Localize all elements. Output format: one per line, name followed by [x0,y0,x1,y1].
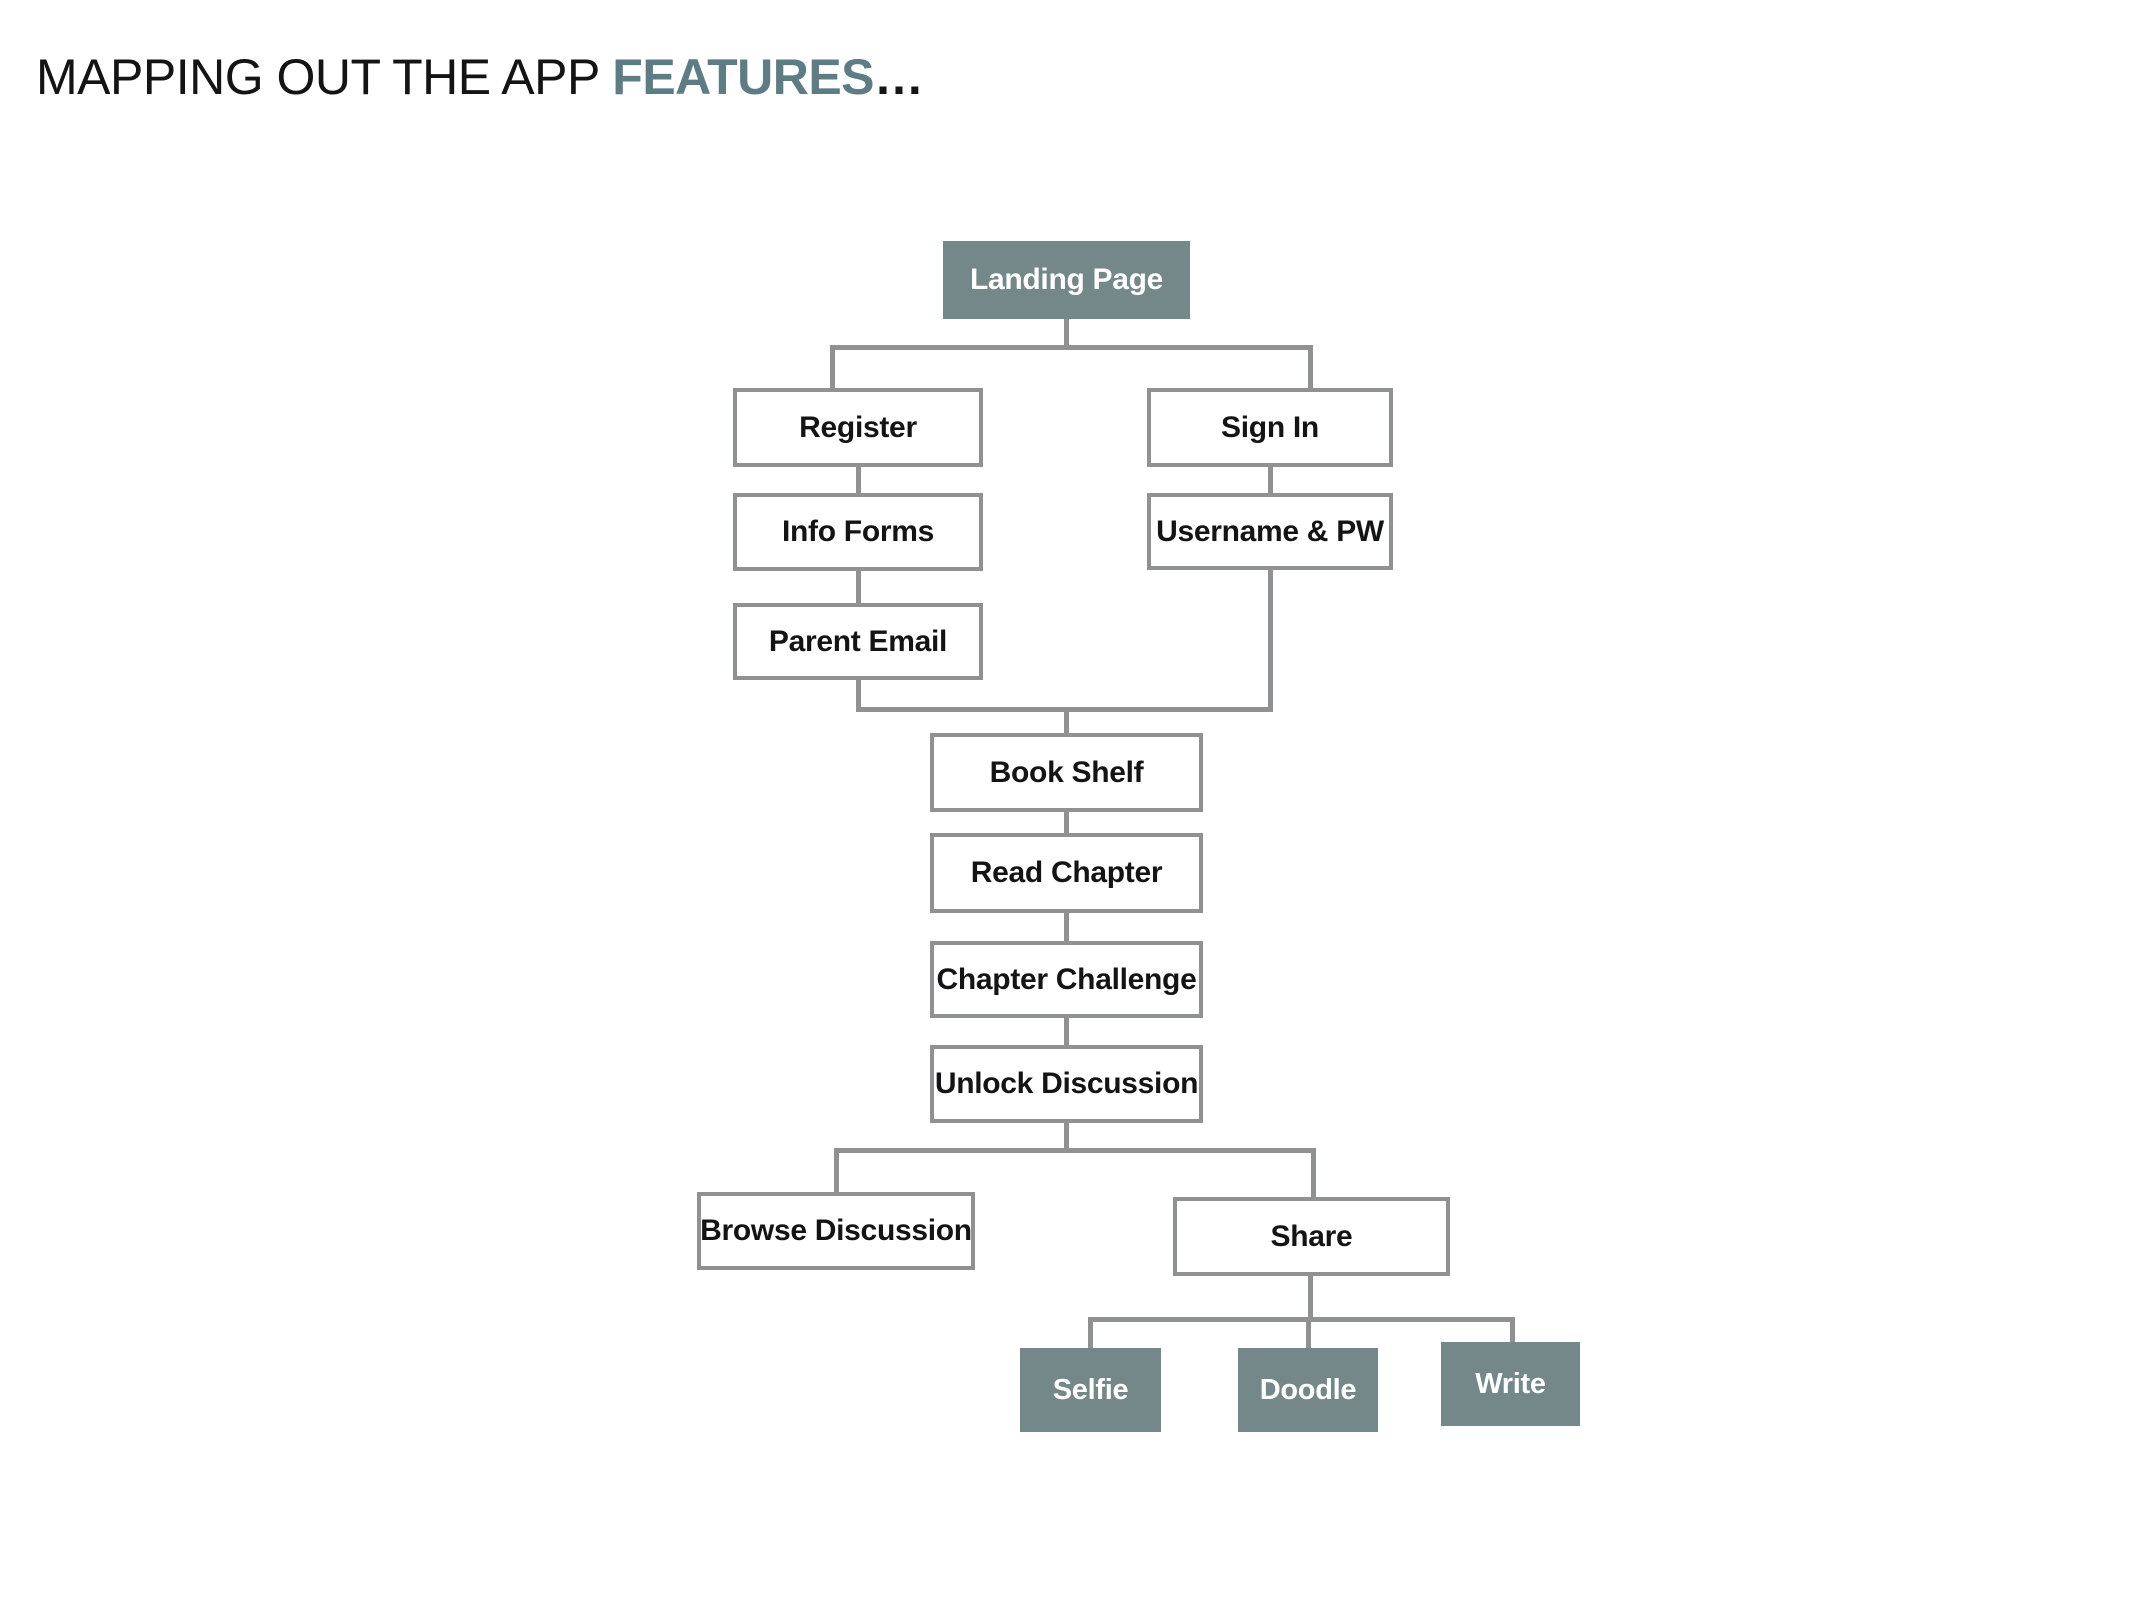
page-title: MAPPING OUT THE APP FEATURES… [36,48,924,106]
connector-drop-browse [834,1148,839,1194]
node-label: Info Forms [782,515,934,548]
connector-readchap-chapchal [1064,911,1069,943]
node-share: Share [1173,1197,1450,1276]
connector-landing-stub [1064,319,1069,350]
connector-chapchal-unlock [1064,1016,1069,1047]
connector-top-branch [830,345,1313,350]
connector-username-down [1268,568,1273,712]
node-label: Share [1270,1219,1353,1253]
connector-drop-selfie [1088,1317,1093,1350]
connector-signin-username [1268,465,1273,495]
node-sign-in: Sign In [1147,388,1393,467]
connector-discussion-branch [834,1148,1316,1153]
node-write: Write [1441,1342,1580,1426]
connector-bookshelf-readchap [1064,810,1069,835]
connector-drop-share [1311,1148,1316,1199]
node-label: Username & PW [1156,514,1384,548]
connector-unlock-stub [1064,1121,1069,1153]
node-info-forms: Info Forms [733,493,983,571]
title-highlight: FEATURES [612,49,875,105]
node-label: Register [799,410,917,444]
node-label: Unlock Discussion [934,1067,1199,1100]
connector-drop-signin [1308,345,1313,390]
connector-infoforms-parent [856,569,861,605]
connector-drop-write [1510,1317,1515,1344]
connector-share-stub [1308,1274,1313,1322]
node-label: Browse Discussion [700,1214,972,1247]
connector-register-infoforms [856,465,861,495]
connector-merge-drop [1064,707,1069,735]
title-ellipsis: … [874,49,924,105]
connector-drop-register [830,345,835,390]
node-register: Register [733,388,983,467]
node-read-chapter: Read Chapter [930,833,1203,913]
connector-drop-doodle [1306,1317,1311,1350]
node-label: Selfie [1052,1373,1129,1406]
node-unlock-discussion: Unlock Discussion [930,1045,1203,1123]
node-chapter-challenge: Chapter Challenge [930,941,1203,1018]
connector-share-branch [1088,1317,1515,1322]
connector-parent-down [856,678,861,712]
node-label: Book Shelf [989,755,1144,789]
node-label: Write [1475,1367,1546,1400]
node-label: Sign In [1221,410,1319,444]
node-label: Read Chapter [970,856,1163,889]
node-parent-email: Parent Email [733,603,983,680]
node-doodle: Doodle [1238,1348,1378,1432]
node-username-pw: Username & PW [1147,493,1393,570]
node-label: Landing Page [969,263,1164,296]
node-label: Chapter Challenge [936,962,1197,996]
node-browse-discussion: Browse Discussion [697,1192,975,1270]
title-prefix: MAPPING OUT THE APP [36,49,613,105]
node-selfie: Selfie [1020,1348,1161,1432]
node-label: Doodle [1259,1373,1357,1406]
node-landing-page: Landing Page [943,241,1190,319]
node-book-shelf: Book Shelf [930,733,1203,812]
node-label: Parent Email [768,624,948,658]
